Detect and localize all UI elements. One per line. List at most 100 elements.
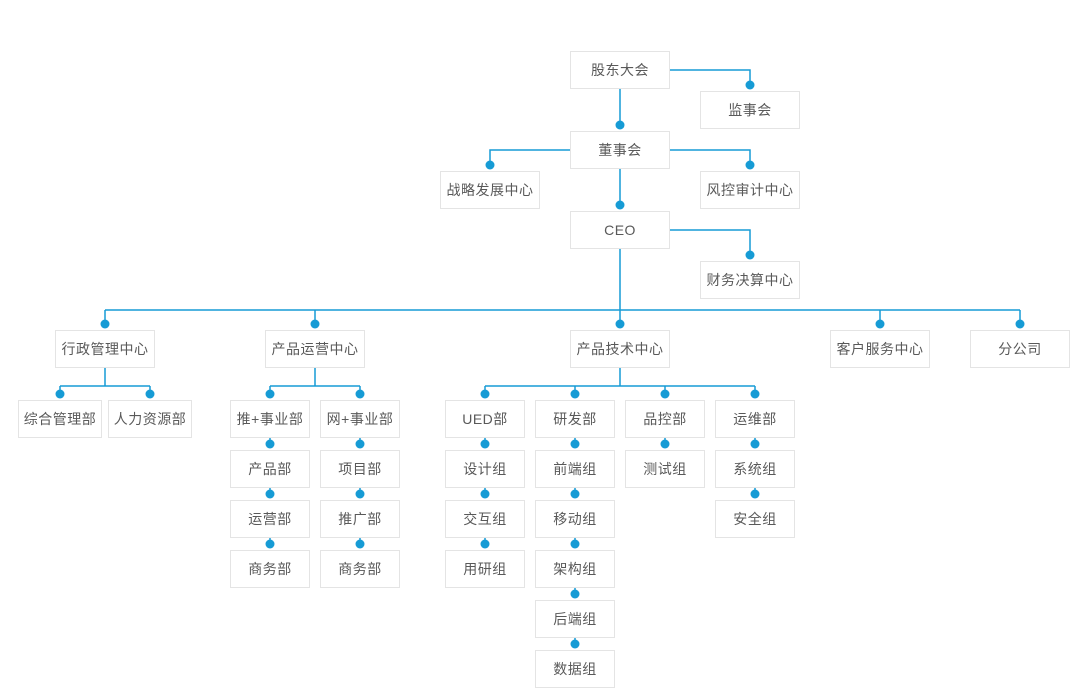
org-node-label: 产品部: [248, 461, 292, 477]
connector-dot: [750, 489, 760, 499]
org-node-mobile-group: 移动组: [535, 500, 615, 538]
connector-dot: [265, 439, 275, 449]
org-node-label: 推+事业部: [236, 411, 304, 427]
org-node-label: 移动组: [553, 511, 597, 527]
connector-dot: [745, 250, 755, 260]
org-node-branch-company: 分公司: [970, 330, 1070, 368]
org-node-backend-group: 后端组: [535, 600, 615, 638]
org-node-label: 测试组: [643, 461, 687, 477]
org-node-architecture-group: 架构组: [535, 550, 615, 588]
connector-dot: [145, 389, 155, 399]
org-node-frontend-group: 前端组: [535, 450, 615, 488]
org-node-label: 商务部: [248, 561, 292, 577]
connector-dot: [55, 389, 65, 399]
org-node-rnd-dept: 研发部: [535, 400, 615, 438]
org-node-label: 商务部: [338, 561, 382, 577]
connector-dot: [355, 489, 365, 499]
connector-dot: [480, 489, 490, 499]
org-node-risk-audit-center: 风控审计中心: [700, 171, 800, 209]
org-node-om-dept: 运维部: [715, 400, 795, 438]
org-node-label: 股东大会: [591, 62, 649, 78]
org-node-label: 监事会: [728, 102, 772, 118]
org-node-label: 运营部: [248, 511, 292, 527]
connector-dot: [570, 489, 580, 499]
org-node-qc-dept: 品控部: [625, 400, 705, 438]
connector-dot: [570, 589, 580, 599]
org-node-test-group: 测试组: [625, 450, 705, 488]
org-node-system-group: 系统组: [715, 450, 795, 488]
org-node-hr-dept: 人力资源部: [108, 400, 192, 438]
org-node-wang-business-dept: 网+事业部: [320, 400, 400, 438]
connector-dot: [355, 439, 365, 449]
connector-dot: [355, 539, 365, 549]
org-node-project-dept: 项目部: [320, 450, 400, 488]
org-node-business-dept-2: 商务部: [320, 550, 400, 588]
org-node-label: 后端组: [553, 611, 597, 627]
connector-edge: [670, 229, 751, 255]
org-node-label: 人力资源部: [113, 411, 187, 427]
org-node-label: 数据组: [553, 661, 597, 677]
org-node-label: 风控审计中心: [706, 182, 794, 198]
connector-dot: [570, 439, 580, 449]
connector-dot: [615, 120, 625, 130]
connector-dot: [750, 389, 760, 399]
org-node-label: 交互组: [463, 511, 507, 527]
org-node-label: 财务决算中心: [706, 272, 794, 288]
org-node-general-mgmt-dept: 综合管理部: [18, 400, 102, 438]
org-node-label: 网+事业部: [326, 411, 394, 427]
connector-edge: [670, 69, 751, 85]
connector-dot: [875, 319, 885, 329]
org-node-label: 产品运营中心: [271, 341, 359, 357]
org-node-business-dept-1: 商务部: [230, 550, 310, 588]
org-node-user-research-group: 用研组: [445, 550, 525, 588]
org-node-label: 品控部: [643, 411, 687, 427]
connector-dot: [480, 439, 490, 449]
org-node-admin-center: 行政管理中心: [55, 330, 155, 368]
org-node-label: 客户服务中心: [836, 341, 924, 357]
org-node-design-group: 设计组: [445, 450, 525, 488]
org-node-label: 用研组: [463, 561, 507, 577]
org-node-label: 运维部: [733, 411, 777, 427]
connector-dot: [570, 639, 580, 649]
org-node-strategy-center: 战略发展中心: [440, 171, 540, 209]
connector-dot: [265, 389, 275, 399]
connector-dot: [100, 319, 110, 329]
org-node-supervisory-board: 监事会: [700, 91, 800, 129]
connector-dot: [310, 319, 320, 329]
org-node-security-group: 安全组: [715, 500, 795, 538]
org-node-label: 项目部: [338, 461, 382, 477]
connector-dot: [480, 539, 490, 549]
org-node-data-group: 数据组: [535, 650, 615, 688]
org-node-ued-dept: UED部: [445, 400, 525, 438]
org-node-operation-dept: 运营部: [230, 500, 310, 538]
org-node-label: 董事会: [598, 142, 642, 158]
connector-edge: [489, 149, 570, 165]
connector-dot: [615, 319, 625, 329]
org-node-label: 研发部: [553, 411, 597, 427]
connector-dot: [570, 539, 580, 549]
org-node-finance-center: 财务决算中心: [700, 261, 800, 299]
connector-dot: [355, 389, 365, 399]
org-node-interaction-group: 交互组: [445, 500, 525, 538]
org-node-label: CEO: [604, 222, 636, 238]
org-node-label: 推广部: [338, 511, 382, 527]
connector-dot: [750, 439, 760, 449]
org-node-label: 战略发展中心: [446, 182, 534, 198]
connector-dot: [485, 160, 495, 170]
connector-dot: [660, 389, 670, 399]
org-node-label: UED部: [462, 411, 508, 427]
connector-edge: [670, 149, 751, 165]
org-node-label: 产品技术中心: [576, 341, 664, 357]
org-node-label: 行政管理中心: [61, 341, 149, 357]
org-node-product-tech-center: 产品技术中心: [570, 330, 670, 368]
org-node-label: 前端组: [553, 461, 597, 477]
org-node-board-of-directors: 董事会: [570, 131, 670, 169]
connector-dot: [265, 489, 275, 499]
connector-dot: [570, 389, 580, 399]
connector-dot: [1015, 319, 1025, 329]
connector-dot: [745, 80, 755, 90]
connector-dot: [265, 539, 275, 549]
org-node-promotion-dept: 推广部: [320, 500, 400, 538]
